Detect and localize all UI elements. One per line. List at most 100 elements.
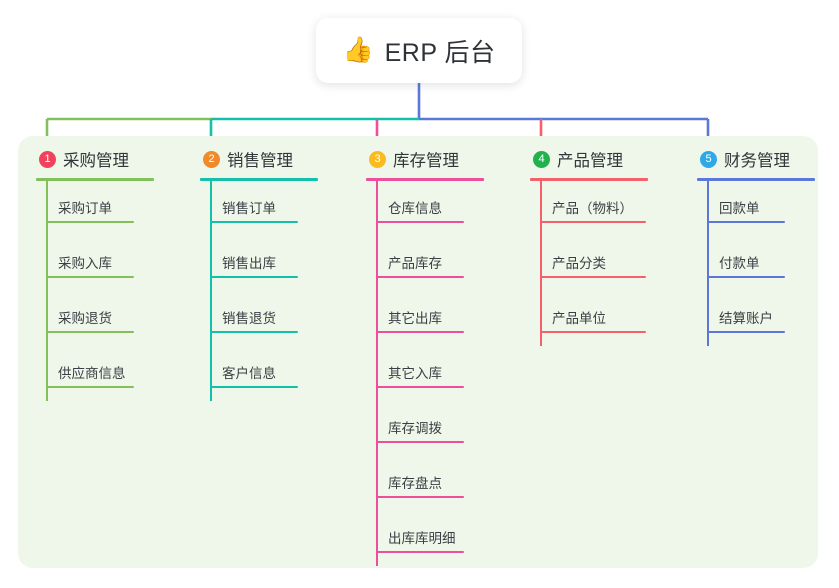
branch-items-1: 采购订单采购入库采购退货供应商信息 bbox=[36, 181, 154, 401]
branch-underline-2 bbox=[200, 178, 318, 181]
branch-badge-3: 3 bbox=[369, 150, 386, 168]
thumbs-up-icon: 👍 bbox=[342, 36, 374, 64]
leaf-node[interactable]: 出库库明细 bbox=[366, 511, 484, 566]
leaf-node[interactable]: 销售退货 bbox=[200, 291, 318, 346]
leaf-underline bbox=[540, 276, 646, 278]
leaf-node[interactable]: 销售订单 bbox=[200, 181, 318, 236]
leaf-node[interactable]: 结算账户 bbox=[697, 291, 815, 346]
branch-title-5: 财务管理 bbox=[724, 152, 790, 170]
leaf-underline bbox=[707, 221, 785, 223]
branch-column-5: 5 财务管理回款单付款单结算账户 bbox=[697, 146, 815, 346]
leaf-underline bbox=[540, 331, 646, 333]
branch-items-3: 仓库信息产品库存其它出库其它入库库存调拨库存盘点出库库明细 bbox=[366, 181, 484, 566]
leaf-underline bbox=[46, 221, 134, 223]
leaf-label: 结算账户 bbox=[719, 311, 773, 326]
branch-column-1: 1 采购管理采购订单采购入库采购退货供应商信息 bbox=[36, 146, 154, 401]
leaf-node[interactable]: 产品库存 bbox=[366, 236, 484, 291]
leaf-underline bbox=[46, 331, 134, 333]
branch-header-3[interactable]: 3 库存管理 bbox=[366, 146, 484, 172]
branch-underline-1 bbox=[36, 178, 154, 181]
leaf-node[interactable]: 付款单 bbox=[697, 236, 815, 291]
leaf-node[interactable]: 库存调拨 bbox=[366, 401, 484, 456]
branch-badge-4: 4 bbox=[533, 150, 550, 168]
leaf-node[interactable]: 产品单位 bbox=[530, 291, 648, 346]
leaf-node[interactable]: 库存盘点 bbox=[366, 456, 484, 511]
leaf-node[interactable]: 产品（物料） bbox=[530, 181, 648, 236]
leaf-node[interactable]: 产品分类 bbox=[530, 236, 648, 291]
leaf-label: 产品（物料） bbox=[552, 201, 633, 216]
branch-badge-1: 1 bbox=[39, 150, 56, 168]
branch-items-4: 产品（物料） 产品分类产品单位 bbox=[530, 181, 648, 346]
branch-spine-4 bbox=[540, 181, 542, 346]
leaf-underline bbox=[376, 551, 464, 553]
branch-underline-3 bbox=[366, 178, 484, 181]
leaf-underline bbox=[376, 441, 464, 443]
leaf-label: 供应商信息 bbox=[58, 366, 126, 381]
branch-header-2[interactable]: 2 销售管理 bbox=[200, 146, 318, 172]
leaf-underline bbox=[210, 221, 298, 223]
leaf-node[interactable]: 客户信息 bbox=[200, 346, 318, 401]
root-title: ERP 后台 bbox=[384, 38, 496, 67]
leaf-underline bbox=[376, 386, 464, 388]
leaf-label: 产品库存 bbox=[388, 256, 442, 271]
leaf-underline bbox=[46, 386, 134, 388]
leaf-node[interactable]: 供应商信息 bbox=[36, 346, 154, 401]
leaf-label: 产品单位 bbox=[552, 311, 606, 326]
leaf-label: 客户信息 bbox=[222, 366, 276, 381]
branch-spine-3 bbox=[376, 181, 378, 566]
branch-header-5[interactable]: 5 财务管理 bbox=[697, 146, 815, 172]
leaf-label: 库存盘点 bbox=[388, 476, 442, 491]
branch-title-3: 库存管理 bbox=[393, 152, 459, 170]
leaf-label: 仓库信息 bbox=[388, 201, 442, 216]
leaf-underline bbox=[376, 276, 464, 278]
leaf-node[interactable]: 采购入库 bbox=[36, 236, 154, 291]
branch-spine-2 bbox=[210, 181, 212, 401]
leaf-node[interactable]: 回款单 bbox=[697, 181, 815, 236]
leaf-underline bbox=[707, 276, 785, 278]
leaf-label: 销售订单 bbox=[222, 201, 276, 216]
root-node[interactable]: 👍 ERP 后台 bbox=[316, 18, 522, 83]
leaf-node[interactable]: 其它出库 bbox=[366, 291, 484, 346]
leaf-label: 采购入库 bbox=[58, 256, 112, 271]
branch-underline-4 bbox=[530, 178, 648, 181]
leaf-node[interactable]: 仓库信息 bbox=[366, 181, 484, 236]
branch-column-2: 2 销售管理销售订单销售出库销售退货客户信息 bbox=[200, 146, 318, 401]
branch-header-4[interactable]: 4 产品管理 bbox=[530, 146, 648, 172]
branch-underline-5 bbox=[697, 178, 815, 181]
leaf-label: 销售出库 bbox=[222, 256, 276, 271]
leaf-node[interactable]: 采购退货 bbox=[36, 291, 154, 346]
leaf-underline bbox=[376, 221, 464, 223]
branch-title-4: 产品管理 bbox=[557, 152, 623, 170]
branch-items-5: 回款单付款单结算账户 bbox=[697, 181, 815, 346]
leaf-underline bbox=[707, 331, 785, 333]
leaf-underline bbox=[210, 386, 298, 388]
leaf-underline bbox=[46, 276, 134, 278]
leaf-label: 出库库明细 bbox=[388, 531, 456, 546]
branch-title-1: 采购管理 bbox=[63, 152, 129, 170]
leaf-label: 采购订单 bbox=[58, 201, 112, 216]
leaf-underline bbox=[210, 331, 298, 333]
leaf-label: 其它出库 bbox=[388, 311, 442, 326]
branch-column-3: 3 库存管理仓库信息产品库存其它出库其它入库库存调拨库存盘点出库库明细 bbox=[366, 146, 484, 566]
leaf-label: 付款单 bbox=[719, 256, 760, 271]
leaf-label: 销售退货 bbox=[222, 311, 276, 326]
branch-badge-5: 5 bbox=[700, 150, 717, 168]
leaf-node[interactable]: 其它入库 bbox=[366, 346, 484, 401]
leaf-node[interactable]: 采购订单 bbox=[36, 181, 154, 236]
branch-spine-5 bbox=[707, 181, 709, 346]
leaf-label: 库存调拨 bbox=[388, 421, 442, 436]
leaf-underline bbox=[376, 496, 464, 498]
branch-spine-1 bbox=[46, 181, 48, 401]
leaf-label: 采购退货 bbox=[58, 311, 112, 326]
branch-badge-2: 2 bbox=[203, 150, 220, 168]
branch-column-4: 4 产品管理产品（物料） 产品分类产品单位 bbox=[530, 146, 648, 346]
leaf-label: 其它入库 bbox=[388, 366, 442, 381]
leaf-node[interactable]: 销售出库 bbox=[200, 236, 318, 291]
leaf-label: 产品分类 bbox=[552, 256, 606, 271]
branch-title-2: 销售管理 bbox=[227, 152, 293, 170]
leaf-underline bbox=[376, 331, 464, 333]
branch-items-2: 销售订单销售出库销售退货客户信息 bbox=[200, 181, 318, 401]
leaf-label: 回款单 bbox=[719, 201, 760, 216]
branch-header-1[interactable]: 1 采购管理 bbox=[36, 146, 154, 172]
